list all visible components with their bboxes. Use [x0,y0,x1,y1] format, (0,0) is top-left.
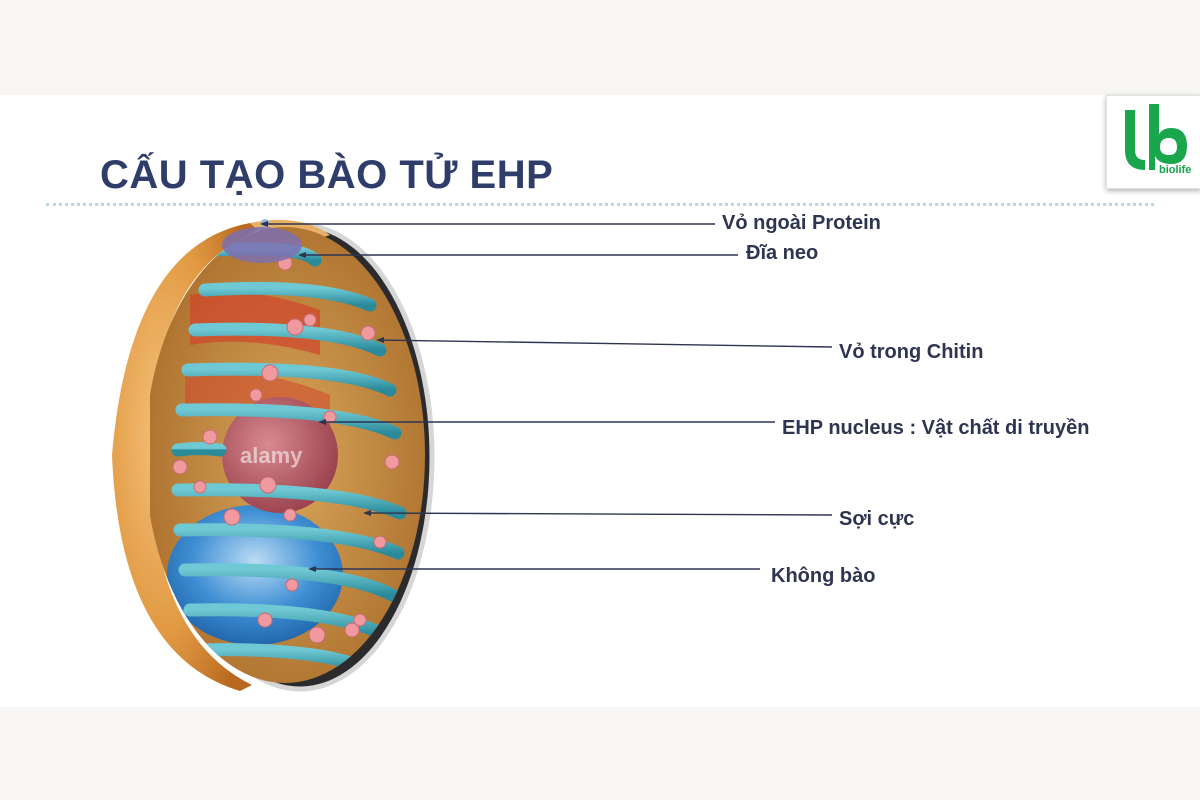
ehp-spore-diagram: alamy [112,219,833,692]
polar-filament [171,242,407,677]
protein-shell [112,223,258,691]
lb-logo-icon [1125,104,1187,170]
label-chitin-wall: Vỏ trong Chitin [839,341,984,363]
label-protein-coat: Vỏ ngoài Protein [722,212,881,234]
watermark-text: alamy [240,443,303,468]
biolife-logo: biolife [1106,95,1200,189]
anchor-disk [222,227,302,263]
label-nucleus: EHP nucleus : Vật chất di truyền [782,417,1090,439]
label-polar-filament: Sợi cực [839,508,915,530]
slide-title: CẤU TẠO BÀO TỬ EHP [100,153,554,197]
label-anchor-disk: Đĩa neo [746,242,819,264]
leader-lines [262,223,833,570]
label-vacuole: Không bào [771,565,876,587]
title-divider [46,203,1154,206]
slide: CẤU TẠO BÀO TỬ EHP biolife [0,95,1200,707]
logo-text: biolife [1159,164,1192,176]
